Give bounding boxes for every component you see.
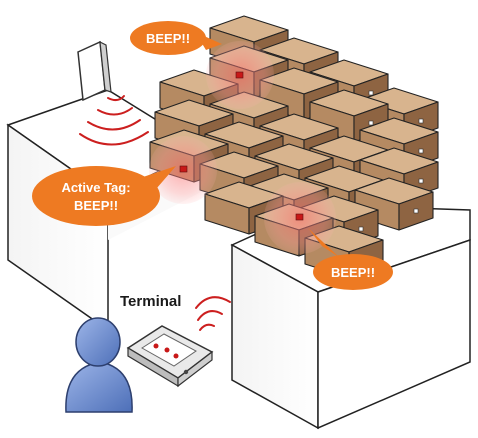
rfid-tag — [235, 71, 244, 79]
person-icon — [65, 317, 133, 413]
bubble-active-tag-line2: BEEP!! — [74, 198, 118, 213]
tag-glows — [149, 41, 336, 254]
signal-waves-icon — [79, 95, 149, 146]
cardboard-box — [309, 89, 389, 143]
bubble-active-tag: Active Tag: BEEP!! — [32, 166, 176, 226]
bubble-beep-top-text: BEEP!! — [146, 31, 190, 46]
reader-antenna-icon — [77, 40, 112, 102]
terminal-device-icon — [126, 325, 214, 388]
rfid-tag — [179, 165, 188, 173]
bubble-active-tag-line1: Active Tag: — [61, 180, 130, 195]
rfid-tag — [295, 213, 304, 221]
terminal-label: Terminal — [120, 293, 181, 310]
terminal-signal-waves-icon — [195, 296, 231, 331]
bubble-beep-top: BEEP!! — [130, 21, 222, 55]
bubble-beep-right: BEEP!! — [308, 228, 393, 290]
bubble-beep-right-text: BEEP!! — [331, 265, 375, 280]
